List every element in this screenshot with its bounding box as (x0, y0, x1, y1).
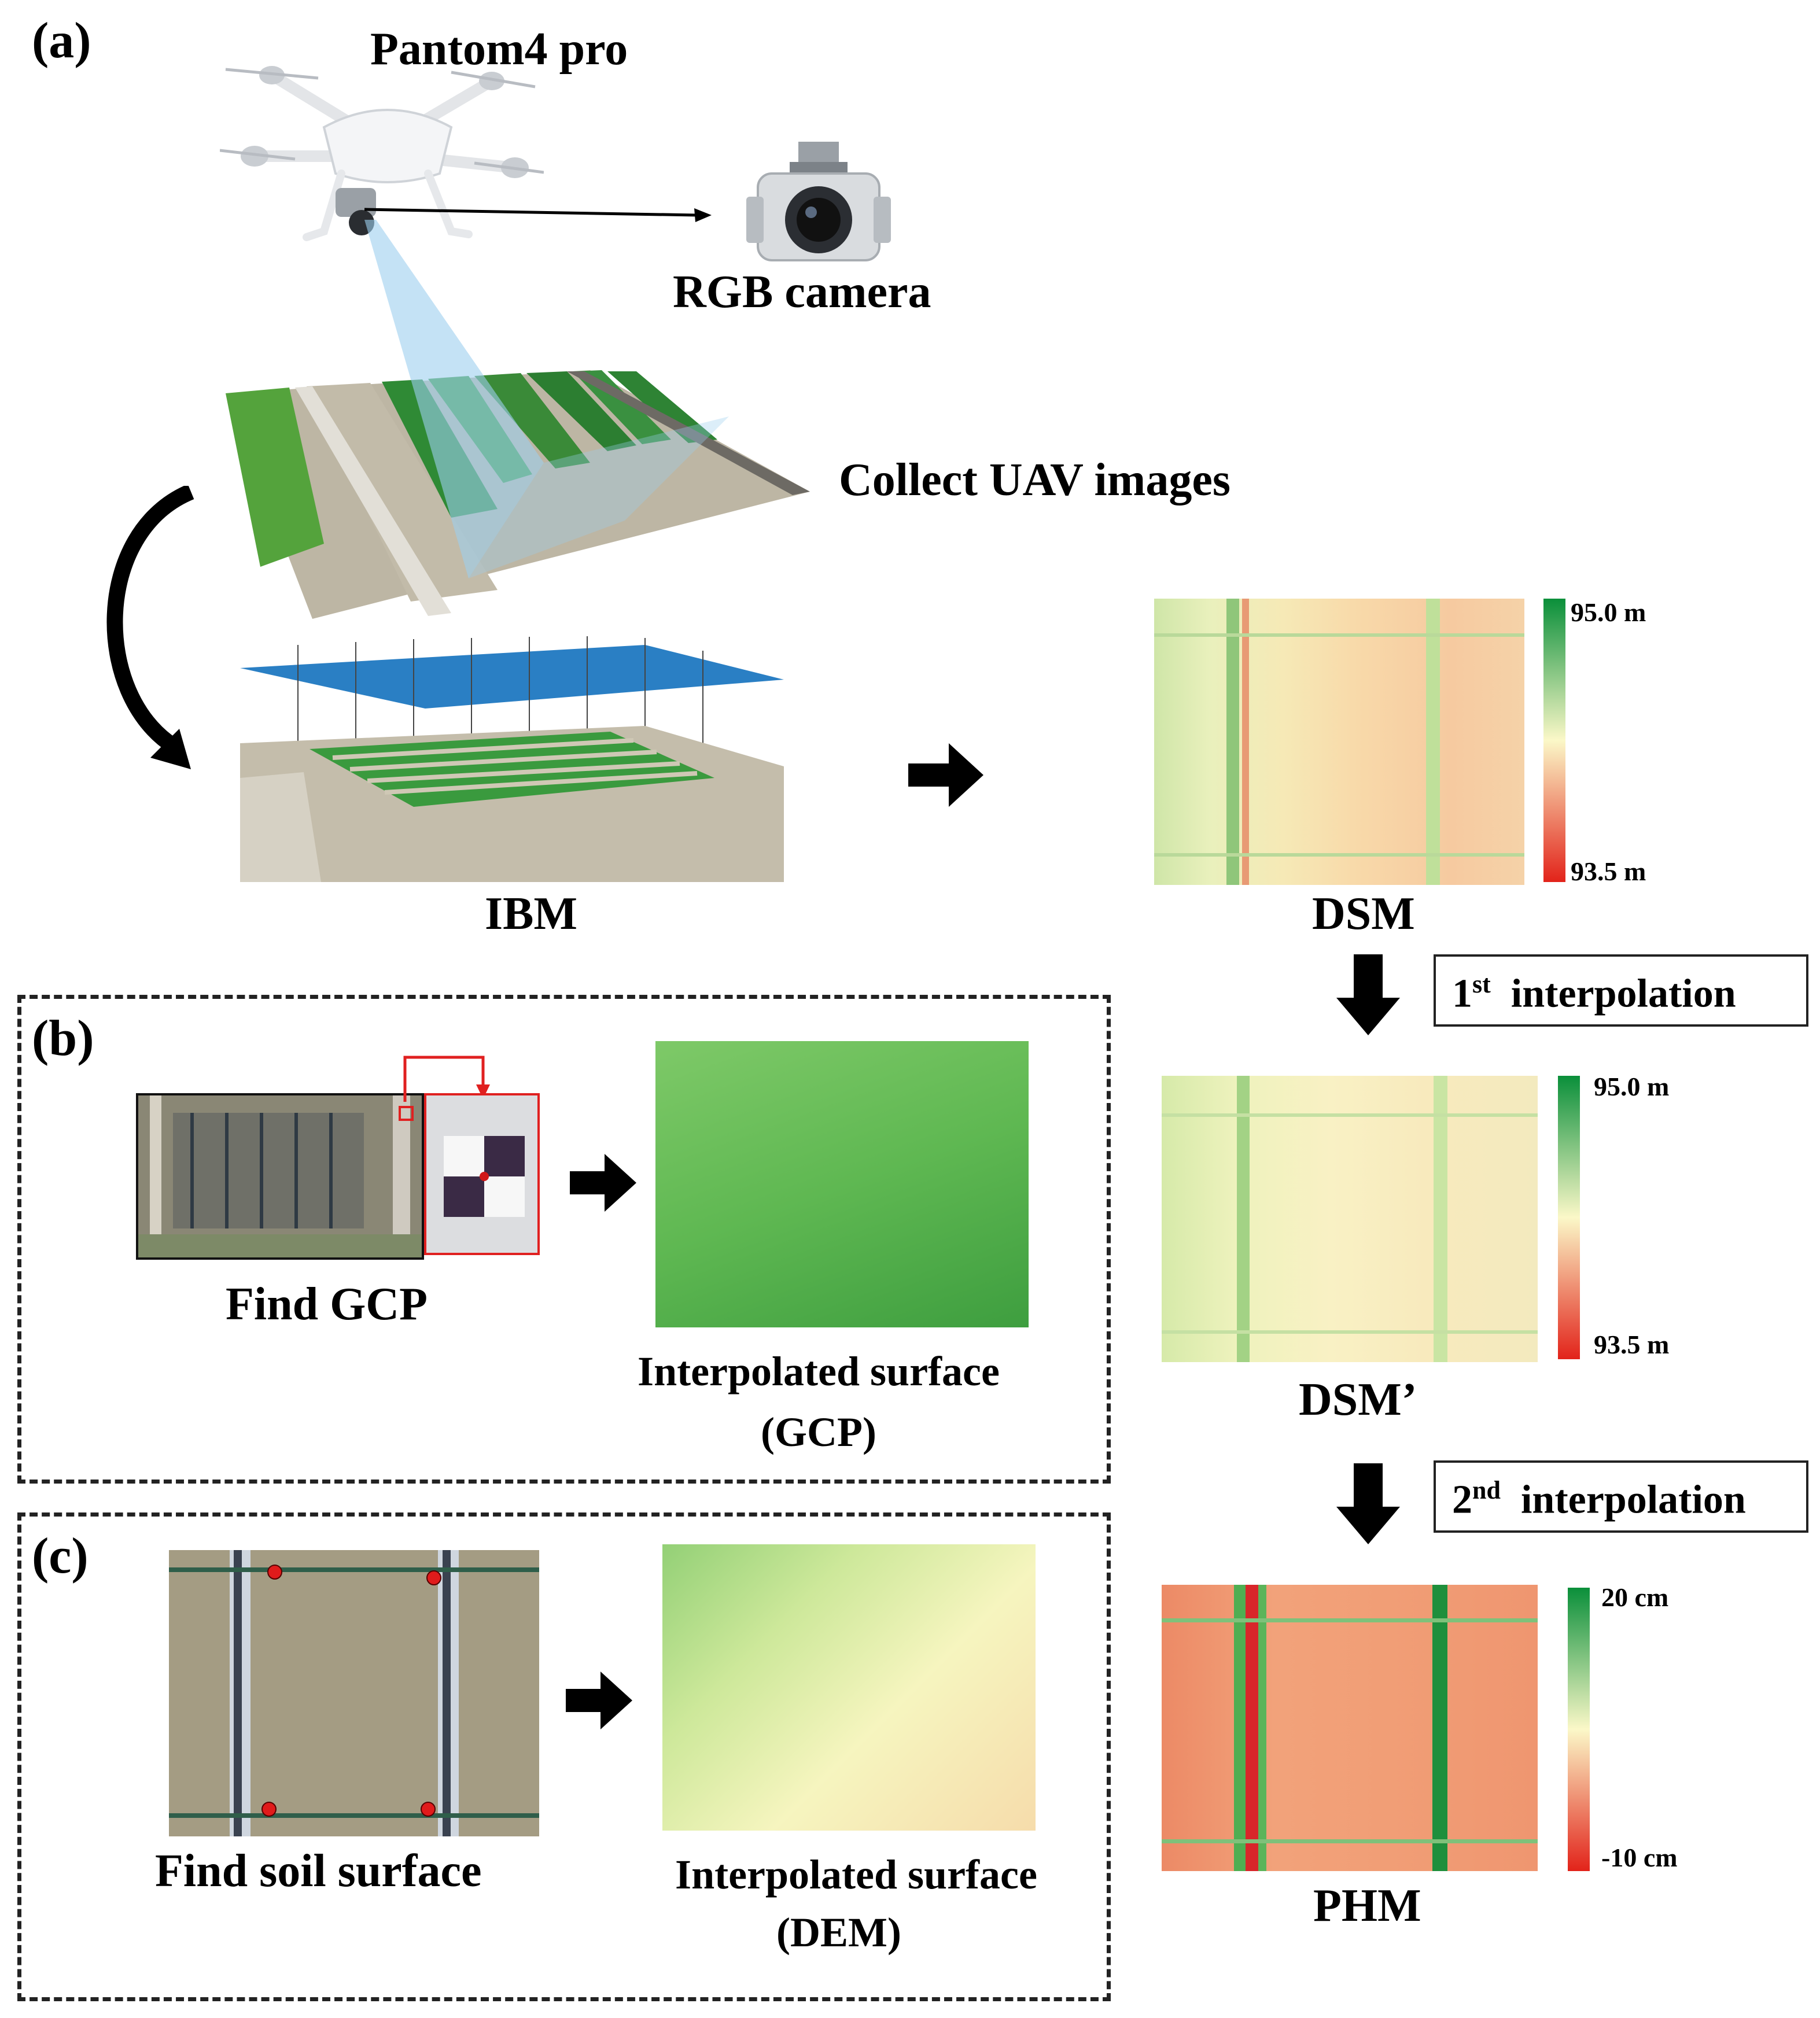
dem-surface-label-2: (DEM) (776, 1909, 901, 1956)
drone-to-camera-arrow (364, 208, 712, 222)
find-gcp-label: Find GCP (226, 1279, 428, 1330)
gcp-callout-arrow (403, 1056, 490, 1102)
phm-colorbar-top: 20 cm (1601, 1582, 1669, 1612)
panel-b-box (17, 995, 1111, 1484)
collect-label: Collect UAV images (839, 455, 1230, 506)
uav-field-illustration (226, 220, 810, 619)
gcp-aerial-image (136, 1093, 424, 1260)
gcp-interpolated-surface (655, 1041, 1029, 1327)
gcp-to-surface-arrow (570, 1154, 636, 1212)
dsm-prime-label: DSM’ (1299, 1374, 1417, 1425)
camera-label: RGB camera (673, 267, 931, 318)
soil-surface-image (169, 1550, 539, 1836)
panel-a-letter: (a) (32, 13, 91, 69)
gcp-zoom-image (424, 1093, 540, 1255)
gcp-surface-label-1: Interpolated surface (638, 1348, 1000, 1394)
ibm-illustration (240, 636, 784, 882)
curved-arrow (106, 486, 194, 769)
dsm-prime-map (1162, 1076, 1538, 1362)
panel-c-letter: (c) (32, 1528, 89, 1584)
gcp-surface-label-2: (GCP) (761, 1409, 876, 1455)
drone-icon (220, 66, 544, 241)
dem-surface-label-1: Interpolated surface (675, 1851, 1037, 1898)
dsm-colorbar-bottom: 93.5 m (1571, 857, 1646, 886)
panel-b-letter: (b) (32, 1010, 94, 1067)
camera-icon (746, 142, 891, 261)
drone-label: Pantom4 pro (370, 24, 628, 75)
dsm-prime-down-arrow (1336, 1463, 1400, 1544)
phm-label: PHM (1313, 1880, 1421, 1931)
dsm-label: DSM (1312, 888, 1415, 939)
interp1-num: 1 (1452, 971, 1472, 1016)
dsm-down-arrow (1336, 954, 1400, 1035)
dem-interpolated-surface (662, 1544, 1036, 1831)
phm-colorbar-bottom: -10 cm (1601, 1843, 1678, 1872)
second-interpolation-box: 2nd interpolation (1434, 1460, 1808, 1533)
interp2-sup: nd (1472, 1476, 1501, 1504)
interp1-text: interpolation (1510, 971, 1736, 1016)
dsm-prime-colorbar (1558, 1076, 1580, 1359)
dsm-prime-colorbar-top: 95.0 m (1594, 1072, 1670, 1101)
dsm-prime-colorbar-bottom: 93.5 m (1594, 1330, 1670, 1359)
phm-map (1162, 1585, 1538, 1871)
ibm-label: IBM (485, 888, 577, 939)
interp2-num: 2 (1452, 1477, 1472, 1522)
panel-c-box (17, 1512, 1111, 2001)
first-interpolation-box: 1st interpolation (1434, 954, 1808, 1027)
dsm-map (1154, 599, 1524, 885)
phm-colorbar (1568, 1588, 1590, 1871)
dsm-colorbar (1543, 599, 1565, 882)
interp1-sup: st (1472, 970, 1491, 998)
dsm-colorbar-top: 95.0 m (1571, 597, 1646, 627)
interp2-text: interpolation (1520, 1477, 1746, 1522)
soil-to-surface-arrow (566, 1672, 632, 1729)
ibm-to-dsm-arrow (908, 743, 983, 807)
find-soil-label: Find soil surface (155, 1846, 482, 1897)
